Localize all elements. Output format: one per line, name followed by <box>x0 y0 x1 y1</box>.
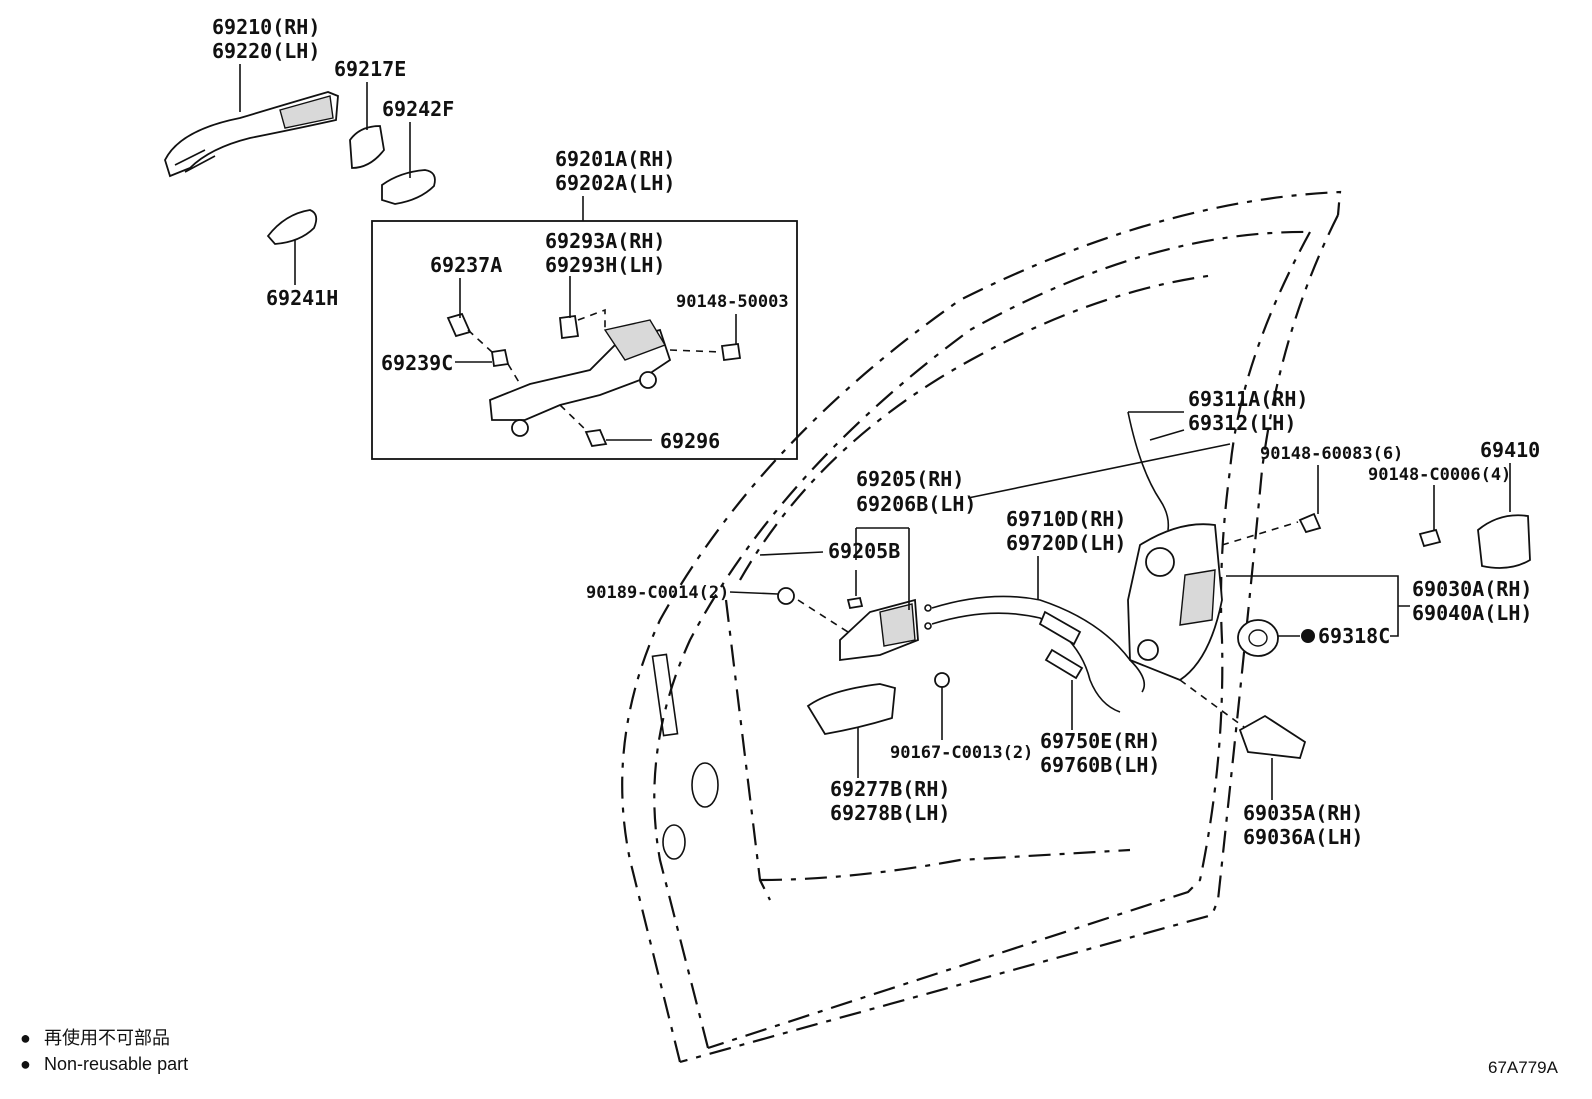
label-69293h: 69293H(LH) <box>545 253 665 277</box>
control-cables <box>924 595 1146 713</box>
label-90167-c0013: 90167-C0013(2) <box>890 743 1033 763</box>
label-69312: 69312(LH) <box>1188 411 1296 435</box>
label-69296: 69296 <box>660 429 720 453</box>
screw-90148-c0006-part <box>1418 528 1442 548</box>
label-69201a: 69201A(RH) <box>555 147 675 171</box>
label-69205b: 69205B <box>828 539 900 563</box>
label-69318c: 69318C <box>1318 624 1390 648</box>
handle-pad-part <box>381 169 436 205</box>
legend: ● 再使用不可部品 ● Non-reusable part <box>20 1028 188 1074</box>
illustration-code: 67A779A <box>1488 1058 1559 1077</box>
striker-part <box>1477 514 1531 569</box>
label-69410: 69410 <box>1480 438 1540 462</box>
non-reusable-marker <box>1301 629 1315 643</box>
label-69220: 69220(LH) <box>212 39 320 63</box>
door-outline <box>621 190 1342 1064</box>
label-69293a: 69293A(RH) <box>545 229 665 253</box>
label-69035a: 69035A(RH) <box>1243 801 1363 825</box>
label-69210: 69210(RH) <box>212 15 320 39</box>
label-69278b: 69278B(LH) <box>830 801 950 825</box>
label-90189-c0014: 90189-C0014(2) <box>586 583 729 603</box>
legend-bullet-1: ● <box>20 1028 31 1048</box>
label-90148-50003: 90148-50003 <box>676 292 789 312</box>
label-69720d: 69720D(LH) <box>1006 531 1126 555</box>
label-69217e: 69217E <box>334 57 406 81</box>
label-69277b: 69277B(RH) <box>830 777 950 801</box>
screw-90148-60083-part <box>1298 512 1322 534</box>
label-69202a: 69202A(LH) <box>555 171 675 195</box>
lock-cover-part <box>1238 714 1307 759</box>
label-69750e: 69750E(RH) <box>1040 729 1160 753</box>
label-69237a: 69237A <box>430 253 502 277</box>
label-69311a: 69311A(RH) <box>1188 387 1308 411</box>
handle-cap-part <box>349 125 385 169</box>
label-69241h: 69241H <box>266 286 338 310</box>
label-69760b: 69760B(LH) <box>1040 753 1160 777</box>
door-lock-assembly-part <box>1127 411 1299 731</box>
label-69205: 69205(RH) <box>856 467 964 491</box>
label-69710d: 69710D(RH) <box>1006 507 1126 531</box>
handle-gasket-part <box>266 209 318 245</box>
handle-frame-part <box>446 308 742 447</box>
label-90148-c0006: 90148-C0006(4) <box>1368 465 1511 485</box>
legend-english-text: Non-reusable part <box>44 1054 188 1074</box>
inside-handle-part <box>777 587 950 735</box>
legend-japanese-text: 再使用不可部品 <box>44 1028 170 1048</box>
label-90148-60083: 90148-60083(6) <box>1260 444 1403 464</box>
label-69030a: 69030A(RH) <box>1412 577 1532 601</box>
legend-bullet-2: ● <box>20 1054 31 1074</box>
label-69239c: 69239C <box>381 351 453 375</box>
leader-lines <box>239 64 1511 800</box>
outside-handle-part <box>164 91 339 178</box>
label-69242f: 69242F <box>382 97 454 121</box>
part-labels: 69210(RH) 69220(LH) 69217E 69242F 69241H… <box>212 15 1540 849</box>
frame-assembly-box <box>371 220 798 460</box>
label-69206b: 69206B(LH) <box>856 492 976 516</box>
label-69036a: 69036A(LH) <box>1243 825 1363 849</box>
label-69040a: 69040A(LH) <box>1412 601 1532 625</box>
